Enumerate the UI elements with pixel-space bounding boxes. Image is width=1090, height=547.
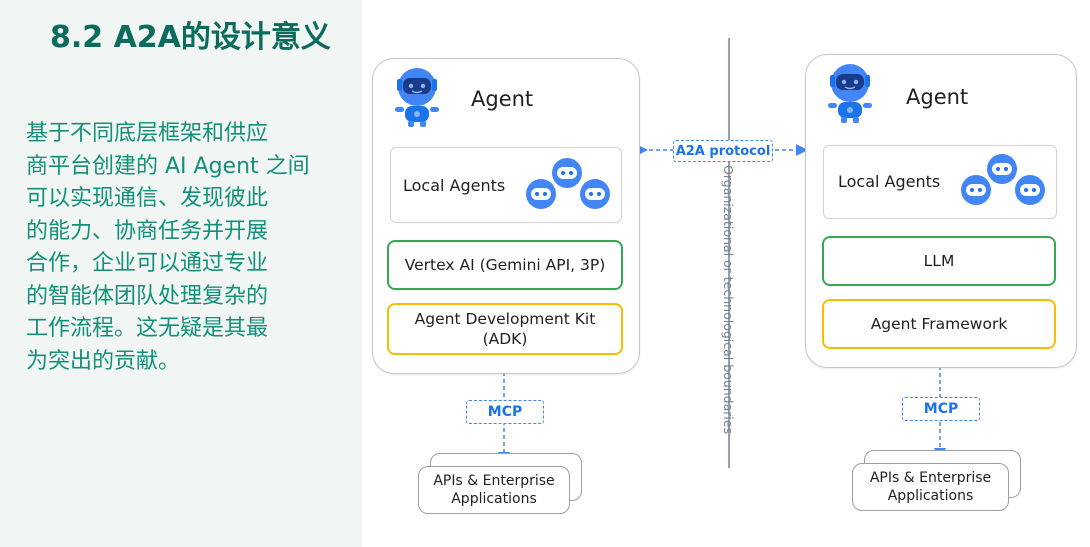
left-mcp-label: MCP (466, 400, 544, 424)
right-agent-box: Agent Local Agents (805, 54, 1077, 368)
agent-label: Agent (906, 85, 969, 109)
left-apis-box: APIs & Enterprise Applications (418, 466, 570, 514)
local-agents-label: Local Agents (403, 176, 506, 195)
framework-box: Agent Framework (822, 299, 1056, 349)
local-agents-label: Local Agents (838, 172, 941, 191)
left-agent-box: Agent Local Agents (372, 58, 640, 374)
text-panel: 8.2 A2A的设计意义 基于不同底层框架和供应 商平台创建的 AI Agent… (0, 0, 362, 547)
slide-title: 8.2 A2A的设计意义 (50, 20, 331, 55)
local-agents-box: Local Agents (823, 145, 1057, 219)
right-apis-box: APIs & Enterprise Applications (852, 463, 1009, 511)
slide-body-text: 基于不同底层框架和供应 商平台创建的 AI Agent 之间 可以实现通信、发现… (26, 121, 310, 374)
framework-box: Agent Development Kit (ADK) (387, 303, 623, 355)
model-box: LLM (822, 236, 1056, 286)
right-mcp-label: MCP (902, 397, 980, 421)
local-agents-icon (961, 154, 1045, 205)
a2a-protocol-label: A2A protocol (673, 140, 773, 162)
robot-icon (822, 61, 878, 127)
model-box: Vertex AI (Gemini API, 3P) (387, 240, 623, 290)
a2a-diagram: Organizational or technological boundari… (362, 0, 1090, 547)
local-agents-icon (526, 158, 610, 209)
boundary-divider (728, 38, 730, 468)
local-agents-box: Local Agents (390, 147, 622, 223)
robot-icon (389, 65, 445, 131)
agent-label: Agent (471, 87, 534, 111)
